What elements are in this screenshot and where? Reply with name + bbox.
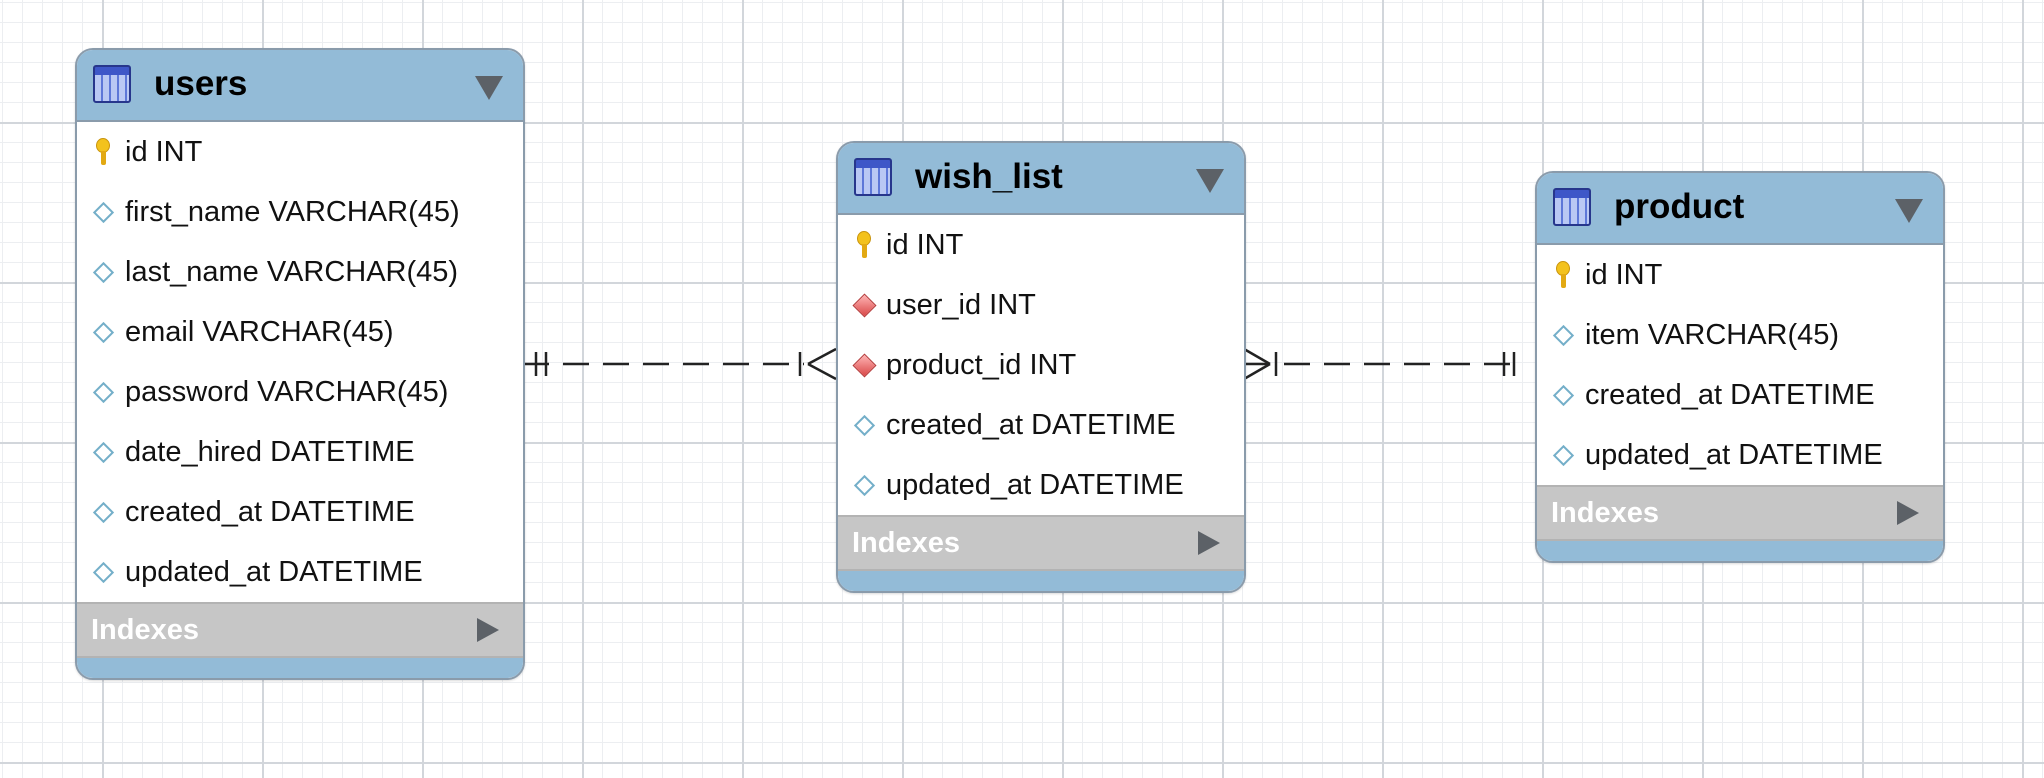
foreign-key-icon xyxy=(851,291,877,319)
column-text: user_id INT xyxy=(886,288,1036,321)
column-text: created_at DATETIME xyxy=(1585,378,1875,411)
column-row[interactable]: updated_at DATETIME xyxy=(838,455,1244,515)
column-list: id INT item VARCHAR(45) created_at DATET… xyxy=(1537,245,1943,485)
indexes-section[interactable]: Indexes xyxy=(1537,485,1943,541)
entity-title: product xyxy=(1614,187,1745,226)
entity-footer xyxy=(77,658,523,678)
indexes-label: Indexes xyxy=(852,527,960,559)
column-diamond-icon xyxy=(91,498,115,526)
column-diamond-icon xyxy=(1551,441,1575,469)
indexes-section[interactable]: Indexes xyxy=(838,515,1244,571)
column-text: email VARCHAR(45) xyxy=(125,315,394,348)
column-row[interactable]: last_name VARCHAR(45) xyxy=(77,242,523,302)
column-row[interactable]: created_at DATETIME xyxy=(1537,365,1943,425)
relationship-users-wish-list[interactable] xyxy=(523,347,837,381)
column-text: password VARCHAR(45) xyxy=(125,375,449,408)
collapse-arrow-icon[interactable] xyxy=(475,76,503,100)
column-row[interactable]: item VARCHAR(45) xyxy=(1537,305,1943,365)
column-row[interactable]: product_id INT xyxy=(838,335,1244,395)
column-diamond-icon xyxy=(91,258,115,286)
column-row[interactable]: id INT xyxy=(77,122,523,182)
expand-arrow-icon[interactable] xyxy=(1198,531,1220,555)
entity-header[interactable]: product xyxy=(1537,173,1943,245)
column-text: first_name VARCHAR(45) xyxy=(125,195,460,228)
column-diamond-icon xyxy=(91,378,115,406)
column-diamond-icon xyxy=(91,318,115,346)
entity-title: users xyxy=(154,64,248,103)
column-text: last_name VARCHAR(45) xyxy=(125,255,459,288)
expand-arrow-icon[interactable] xyxy=(477,618,499,642)
column-diamond-icon xyxy=(91,198,115,226)
column-row[interactable]: password VARCHAR(45) xyxy=(77,362,523,422)
column-diamond-icon xyxy=(1551,381,1575,409)
primary-key-icon xyxy=(1551,261,1575,289)
column-diamond-icon xyxy=(91,558,115,586)
collapse-arrow-icon[interactable] xyxy=(1895,199,1923,223)
table-icon xyxy=(1553,188,1591,226)
column-list: id INT user_id INT product_id INT create… xyxy=(838,215,1244,515)
collapse-arrow-icon[interactable] xyxy=(1196,169,1224,193)
column-list: id INT first_name VARCHAR(45) last_name … xyxy=(77,122,523,602)
column-text: updated_at DATETIME xyxy=(1585,438,1883,471)
indexes-section[interactable]: Indexes xyxy=(77,602,523,658)
column-row[interactable]: date_hired DATETIME xyxy=(77,422,523,482)
column-text: item VARCHAR(45) xyxy=(1585,318,1840,351)
foreign-key-icon xyxy=(851,351,877,379)
column-text: updated_at DATETIME xyxy=(886,468,1184,501)
entity-title: wish_list xyxy=(915,157,1063,196)
primary-key-icon xyxy=(852,231,876,259)
entity-product[interactable]: product id INT item VARCHAR(45) created_… xyxy=(1535,171,1945,563)
column-row[interactable]: updated_at DATETIME xyxy=(1537,425,1943,485)
entity-footer xyxy=(838,571,1244,591)
column-text: created_at DATETIME xyxy=(886,408,1176,441)
relationship-wish-list-product[interactable] xyxy=(1243,347,1524,381)
indexes-label: Indexes xyxy=(1551,497,1659,529)
column-text: id INT xyxy=(125,135,203,168)
column-text: product_id INT xyxy=(886,348,1077,381)
column-text: created_at DATETIME xyxy=(125,495,415,528)
column-row[interactable]: id INT xyxy=(838,215,1244,275)
entity-footer xyxy=(1537,541,1943,561)
column-row[interactable]: user_id INT xyxy=(838,275,1244,335)
column-text: updated_at DATETIME xyxy=(125,555,423,588)
column-text: id INT xyxy=(1585,258,1663,291)
column-diamond-icon xyxy=(91,438,115,466)
column-row[interactable]: updated_at DATETIME xyxy=(77,542,523,602)
primary-key-icon xyxy=(91,138,115,166)
column-text: date_hired DATETIME xyxy=(125,435,415,468)
table-icon xyxy=(93,65,131,103)
column-row[interactable]: first_name VARCHAR(45) xyxy=(77,182,523,242)
column-text: id INT xyxy=(886,228,964,261)
column-row[interactable]: email VARCHAR(45) xyxy=(77,302,523,362)
table-icon xyxy=(854,158,892,196)
column-row[interactable]: created_at DATETIME xyxy=(77,482,523,542)
column-diamond-icon xyxy=(852,411,876,439)
column-row[interactable]: created_at DATETIME xyxy=(838,395,1244,455)
expand-arrow-icon[interactable] xyxy=(1897,501,1919,525)
entity-header[interactable]: users xyxy=(77,50,523,122)
entity-users[interactable]: users id INT first_name VARCHAR(45) last… xyxy=(75,48,525,680)
entity-wish-list[interactable]: wish_list id INT user_id INT product_id … xyxy=(836,141,1246,593)
column-row[interactable]: id INT xyxy=(1537,245,1943,305)
indexes-label: Indexes xyxy=(91,614,199,646)
entity-header[interactable]: wish_list xyxy=(838,143,1244,215)
column-diamond-icon xyxy=(852,471,876,499)
column-diamond-icon xyxy=(1551,321,1575,349)
